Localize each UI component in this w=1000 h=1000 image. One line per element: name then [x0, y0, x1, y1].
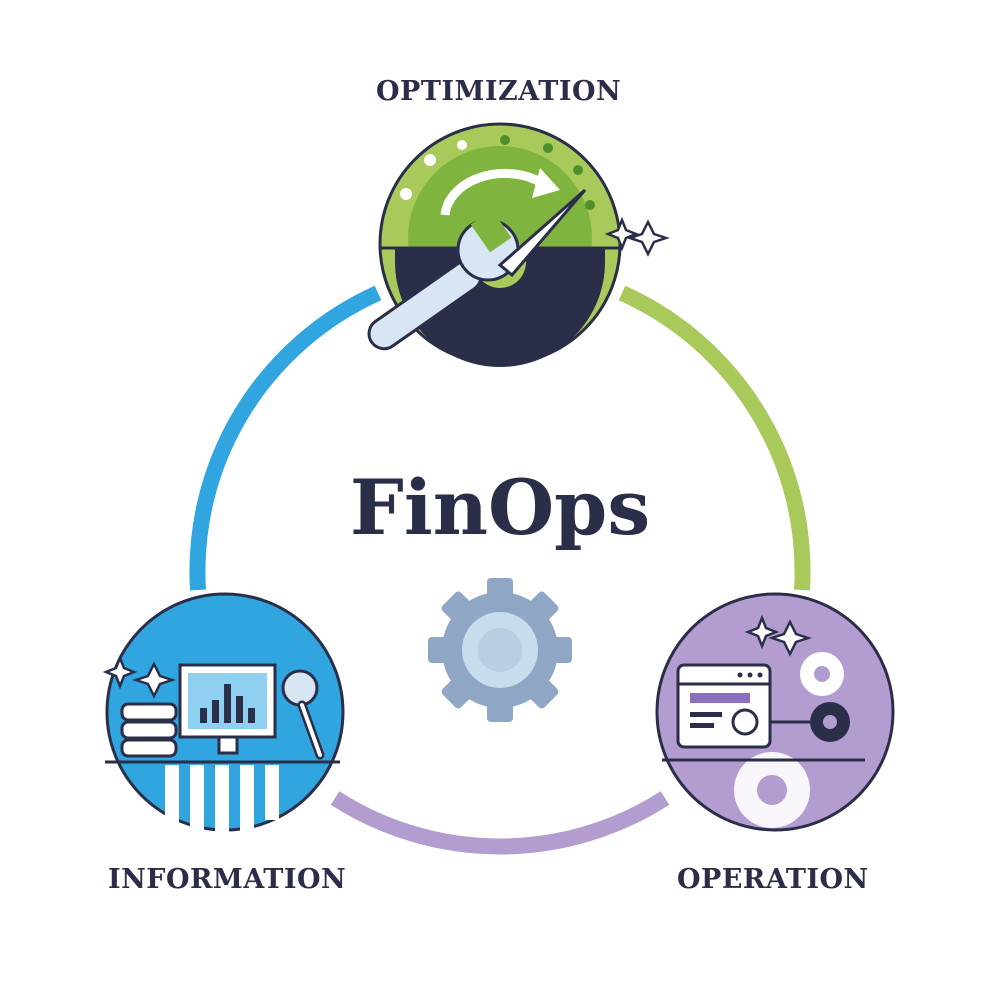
browser-window-icon: [676, 663, 772, 749]
arc-optimization-to-operation: [618, 285, 811, 591]
gear-small-light-icon: [800, 652, 844, 696]
gear-dark-icon: [810, 702, 850, 742]
arc-operation-to-information: [330, 791, 670, 855]
monitor-chart-icon: [178, 663, 277, 755]
information-icon-circle: [102, 592, 345, 837]
label-information: INFORMATION: [108, 864, 347, 895]
center-title: FinOps: [349, 463, 651, 552]
database-icon: [120, 702, 178, 758]
center-gear-icon: [428, 578, 572, 722]
label-operation: OPERATION: [677, 864, 869, 895]
optimization-icon-circle: [367, 122, 670, 367]
arc-information-to-optimization: [189, 285, 382, 591]
magnifier-icon: [281, 669, 325, 760]
operation-icon-circle: [655, 592, 895, 832]
label-optimization: OPTIMIZATION: [376, 76, 622, 107]
